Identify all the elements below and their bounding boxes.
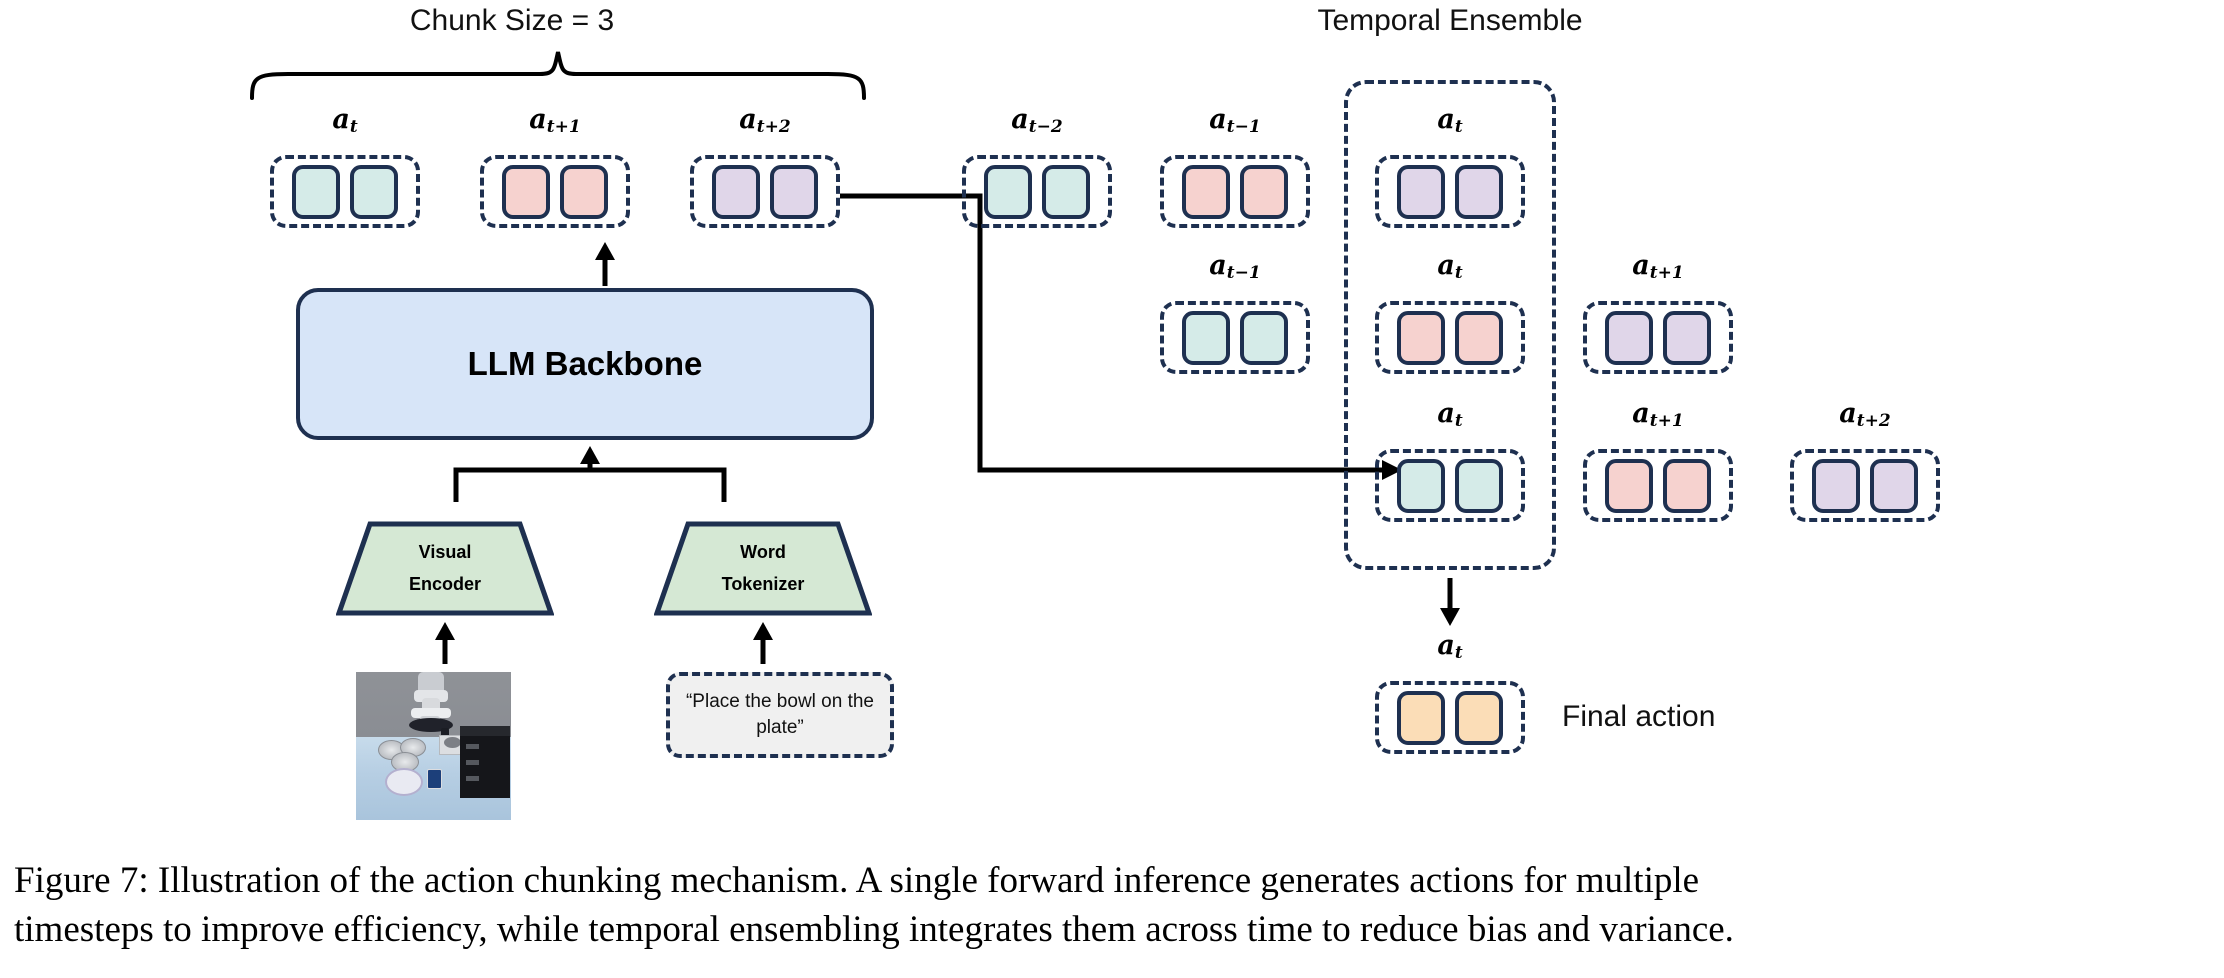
ensemble-label-r1-c0: at−1 [1209, 250, 1261, 283]
ensemble-group-r0-c2[interactable] [1375, 155, 1525, 228]
llm-backbone-box[interactable]: LLM Backbone [296, 288, 874, 440]
action-cell [1397, 164, 1445, 219]
action-cell [1182, 310, 1230, 365]
action-cell [560, 164, 608, 219]
final-action-caption: Final action [1562, 700, 1716, 733]
action-cell [1397, 458, 1445, 513]
ensemble-group-r1-c2[interactable] [1583, 301, 1733, 374]
action-cell [1812, 458, 1860, 513]
action-cell [770, 164, 818, 219]
scene-robot-joint2 [411, 708, 451, 718]
action-cell [1397, 310, 1445, 365]
ensemble-group-r0-c1[interactable] [1160, 155, 1310, 228]
chunk-group-1[interactable] [480, 155, 630, 228]
chunk-group-2[interactable] [690, 155, 840, 228]
instruction-prompt-text: “Place the bowl on the plate” [685, 691, 874, 738]
ensemble-label-r2-c0: at [1437, 398, 1463, 431]
temporal-ensemble-heading: Temporal Ensemble [1317, 4, 1583, 37]
scene-handle-1 [466, 744, 479, 749]
action-cell [1042, 164, 1090, 219]
word-tokenizer-block[interactable]: Word Tokenizer [653, 521, 873, 616]
action-cell [984, 164, 1032, 219]
image-to-visual-encoder-arrow-icon [435, 622, 455, 664]
ensemble-group-r1-c1[interactable] [1375, 301, 1525, 374]
scene-cabinet-top [460, 726, 510, 736]
chunk-size-heading: Chunk Size = 3 [409, 4, 615, 37]
figure-caption-line1: Figure 7: Illustration of the action chu… [14, 860, 1700, 901]
action-cell [1455, 458, 1503, 513]
action-cell [1605, 310, 1653, 365]
action-cell [1397, 690, 1445, 745]
encoders-to-backbone-connector-icon [453, 446, 727, 502]
word-tokenizer-shape-icon [653, 521, 873, 616]
chunk-label-2: at+2 [739, 104, 791, 137]
ensemble-label-r2-c1: at+1 [1632, 398, 1684, 431]
llm-backbone-label: LLM Backbone [467, 345, 703, 382]
action-cell [1870, 458, 1918, 513]
action-cell [1240, 164, 1288, 219]
backbone-to-chunk-arrow-icon [595, 242, 615, 286]
chunk-label-0: at [332, 104, 358, 137]
instruction-prompt-box[interactable]: “Place the bowl on the plate” [666, 672, 894, 758]
ensemble-label-r2-c2: at+2 [1839, 398, 1891, 431]
figure-caption: Figure 7: Illustration of the action chu… [14, 856, 2214, 954]
action-cell [712, 164, 760, 219]
visual-encoder-shape-icon [335, 521, 555, 616]
action-cell [1663, 458, 1711, 513]
action-cell [292, 164, 340, 219]
chunk-to-ensemble-connector-icon [840, 193, 1402, 480]
ensemble-label-r0-c0: at−2 [1011, 104, 1063, 137]
final-action-group[interactable] [1375, 681, 1525, 754]
scene-gripper [441, 728, 449, 740]
final-action-label: at [1437, 630, 1463, 663]
figure-caption-line2: timesteps to improve efficiency, while t… [14, 909, 1734, 951]
chunk-brace-icon [250, 51, 866, 100]
action-cell [1240, 310, 1288, 365]
prompt-to-tokenizer-arrow-icon [753, 622, 773, 664]
ensemble-label-r1-c1: at [1437, 250, 1463, 283]
ensemble-group-r2-c2[interactable] [1790, 449, 1940, 522]
ensemble-group-r2-c1[interactable] [1583, 449, 1733, 522]
visual-encoder-block[interactable]: Visual Encoder [335, 521, 555, 616]
ensemble-label-r0-c2: at [1437, 104, 1463, 137]
scene-burner [444, 737, 461, 748]
action-cell [1182, 164, 1230, 219]
scene-plate [385, 768, 423, 796]
ensemble-to-final-arrow-icon [1440, 578, 1460, 626]
ensemble-group-r1-c0[interactable] [1160, 301, 1310, 374]
ensemble-group-r2-c0[interactable] [1375, 449, 1525, 522]
chunk-label-1: at+1 [529, 104, 581, 137]
action-cell [1605, 458, 1653, 513]
scene-handle-2 [466, 760, 479, 765]
action-cell [1455, 690, 1503, 745]
action-cell [1455, 164, 1503, 219]
ensemble-group-r0-c0[interactable] [962, 155, 1112, 228]
robot-observation-image [356, 672, 511, 820]
temporal-ensemble-column [1344, 80, 1556, 570]
scene-blue-object [427, 769, 442, 789]
chunk-group-0[interactable] [270, 155, 420, 228]
action-cell [1455, 310, 1503, 365]
action-cell [1663, 310, 1711, 365]
action-cell [502, 164, 550, 219]
scene-handle-3 [466, 776, 479, 781]
action-cell [350, 164, 398, 219]
ensemble-label-r1-c2: at+1 [1632, 250, 1684, 283]
ensemble-label-r0-c1: at−1 [1209, 104, 1261, 137]
